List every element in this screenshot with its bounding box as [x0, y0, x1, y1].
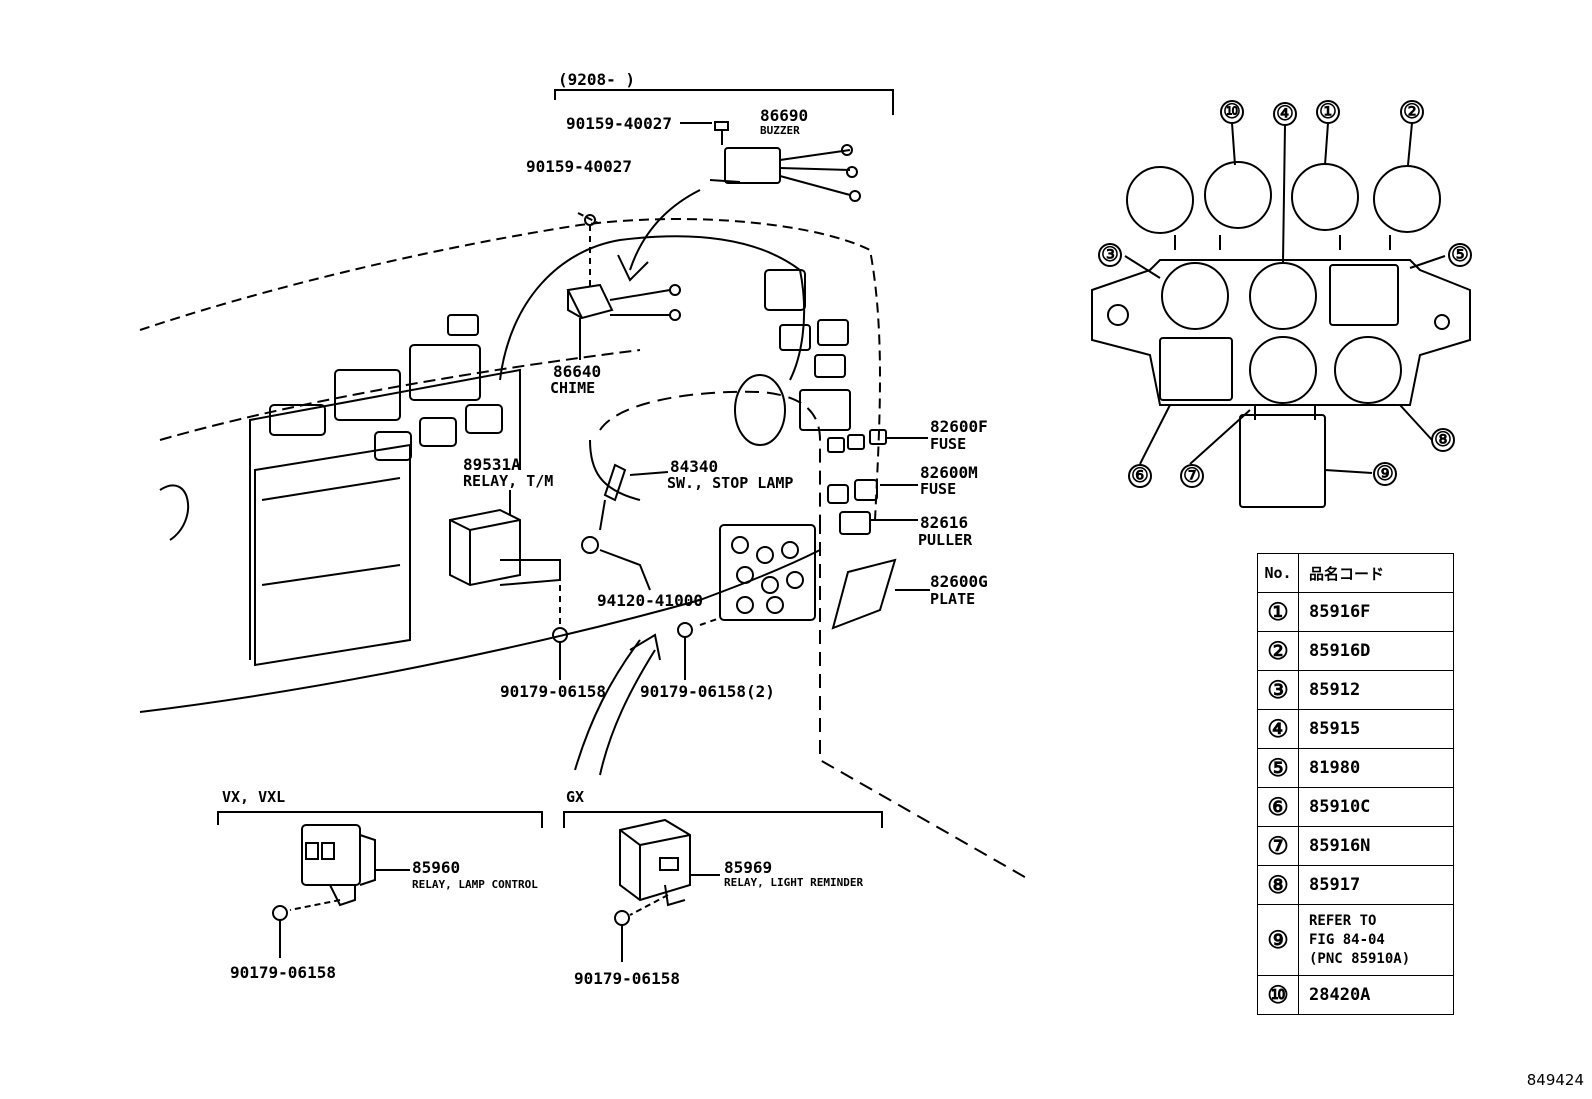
callout-number: ⑦ [1183, 463, 1201, 487]
part-code: 81980 [1298, 748, 1454, 788]
part-code: 85916N [1298, 826, 1454, 866]
chime-name: CHIME [550, 379, 595, 397]
callout-circle [1220, 100, 1244, 124]
row-number: ④ [1257, 709, 1299, 749]
plate-name: PLATE [930, 590, 975, 608]
part-code: 85910C [1298, 787, 1454, 827]
relay-lamp-name: RELAY, LAMP CONTROL [412, 878, 538, 891]
callout-number: ⑨ [1376, 461, 1394, 485]
callout-circle [1400, 100, 1424, 124]
buzzer-name: BUZZER [760, 124, 800, 137]
callout-circle [1273, 102, 1297, 126]
figure-number: 849424 [1526, 1071, 1584, 1089]
nut-left-label: 90179-06158 [500, 682, 606, 701]
fuse-m-part-number: 82600M [920, 463, 978, 482]
callout-number: ④ [1276, 101, 1294, 125]
fuse-f-part-number: 82600F [930, 417, 988, 436]
clip-part-number: 94120-41000 [597, 591, 703, 610]
instrument-panel-outline [139, 218, 881, 521]
date-range-label: (9208- ) [558, 70, 635, 89]
row-number: ⑨ [1257, 904, 1299, 976]
fuse-m-name: FUSE [920, 480, 956, 498]
relay-light-part-number: 85969 [724, 858, 772, 877]
row-number: ⑤ [1257, 748, 1299, 788]
grade-gx-label: GX [566, 788, 584, 806]
row-number: ⑥ [1257, 787, 1299, 827]
puller-part-number: 82616 [920, 513, 968, 532]
nut-right-label: 90179-06158(2) [640, 682, 775, 701]
nut-gx-label: 90179-06158 [574, 969, 680, 988]
part-code: 85917 [1298, 865, 1454, 905]
part-code: 85916D [1298, 631, 1454, 671]
relay-light-name: RELAY, LIGHT REMINDER [724, 876, 863, 889]
relay-tm-part-number: 89531A [463, 455, 521, 474]
part-code: 85916F [1298, 592, 1454, 632]
callout-number: ③ [1101, 242, 1119, 266]
callout-number: ⑥ [1131, 463, 1149, 487]
part-code: 85912 [1298, 670, 1454, 710]
stop-switch-name: SW., STOP LAMP [667, 474, 793, 492]
callout-number: ⑩ [1223, 99, 1241, 123]
row-number: ③ [1257, 670, 1299, 710]
puller-name: PULLER [918, 531, 973, 549]
callout-number: ① [1319, 99, 1337, 123]
row-number: ⑩ [1257, 975, 1299, 1015]
bolt-top-label: 90159-40027 [566, 114, 672, 133]
table-header-no: No. [1257, 553, 1299, 593]
callout-circle [1098, 243, 1122, 267]
row-number: ① [1257, 592, 1299, 632]
grade-vx-label: VX, VXL [222, 788, 285, 806]
part-code: 85915 [1298, 709, 1454, 749]
stop-switch-part-number: 84340 [670, 457, 718, 476]
callout-circle [1431, 428, 1455, 452]
callout-circle [1128, 464, 1152, 488]
bolt-left-label: 90159-40027 [526, 157, 632, 176]
callout-number: ⑧ [1434, 427, 1452, 451]
fuse-f-name: FUSE [930, 435, 966, 453]
buzzer-part-number: 86690 [760, 106, 808, 125]
callout-circle [1316, 100, 1340, 124]
relay-tm-name: RELAY, T/M [463, 472, 553, 490]
relay-lamp-part-number: 85960 [412, 858, 460, 877]
callout-circle [1448, 243, 1472, 267]
part-code: 28420A [1298, 975, 1454, 1015]
row-number: ② [1257, 631, 1299, 671]
table-header-code: 品名コード [1298, 553, 1454, 593]
callout-circle [1180, 464, 1204, 488]
nut-vx-label: 90179-06158 [230, 963, 336, 982]
row-number: ⑦ [1257, 826, 1299, 866]
plate-part-number: 82600G [930, 572, 988, 591]
callout-number: ② [1403, 99, 1421, 123]
callout-number: ⑤ [1451, 242, 1469, 266]
row-number: ⑧ [1257, 865, 1299, 905]
callout-circle [1373, 462, 1397, 486]
chime-part-number: 86640 [553, 362, 601, 381]
